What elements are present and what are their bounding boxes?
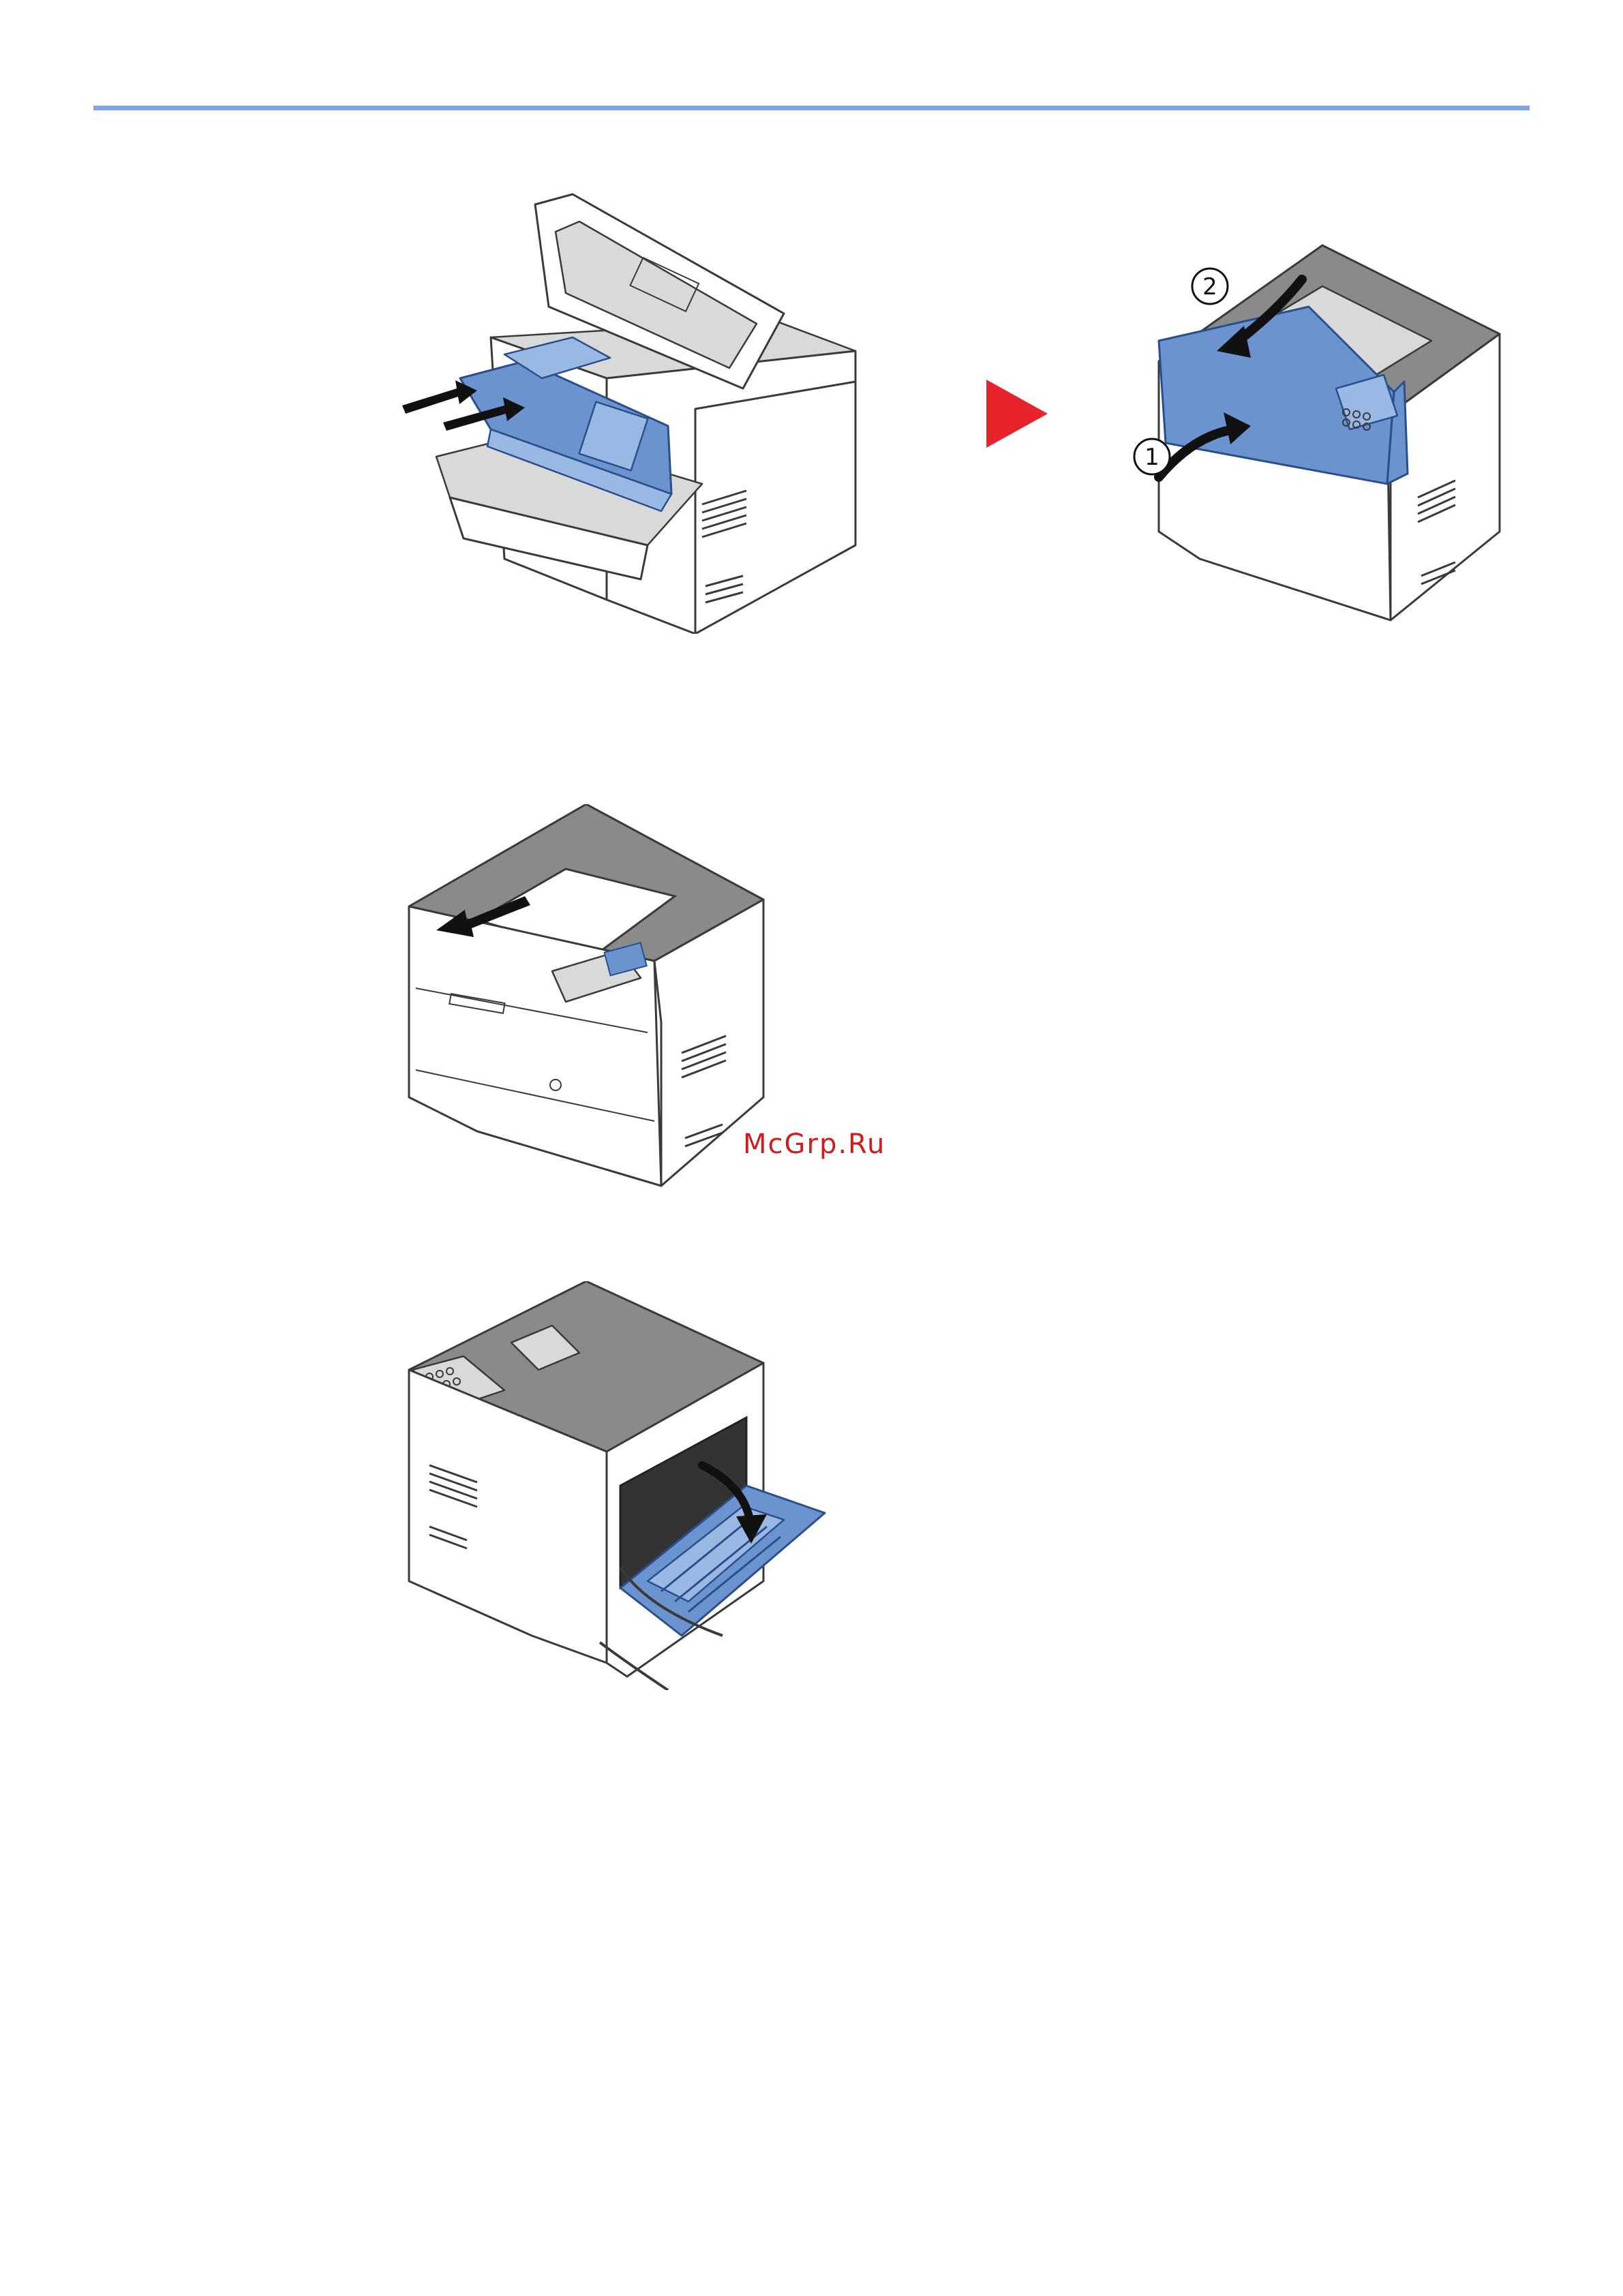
printer-rear-cover-icon xyxy=(402,1281,838,1690)
step-two-label: 2 xyxy=(1202,273,1217,301)
printer-remove-paper-icon xyxy=(402,804,770,1193)
toner-install-figure xyxy=(402,191,879,634)
rear-cover-figure xyxy=(402,1281,838,1690)
close-cover-figure: 2 1 xyxy=(1118,239,1513,641)
remove-paper-figure xyxy=(402,804,770,1193)
printer-toner-install-icon xyxy=(402,191,879,634)
header-rule xyxy=(93,106,1530,110)
watermark-text: McGrp.Ru xyxy=(743,1129,885,1160)
printer-close-cover-icon: 2 1 xyxy=(1118,239,1513,641)
next-step-arrow-icon xyxy=(986,380,1048,448)
step-one-label: 1 xyxy=(1144,444,1159,471)
